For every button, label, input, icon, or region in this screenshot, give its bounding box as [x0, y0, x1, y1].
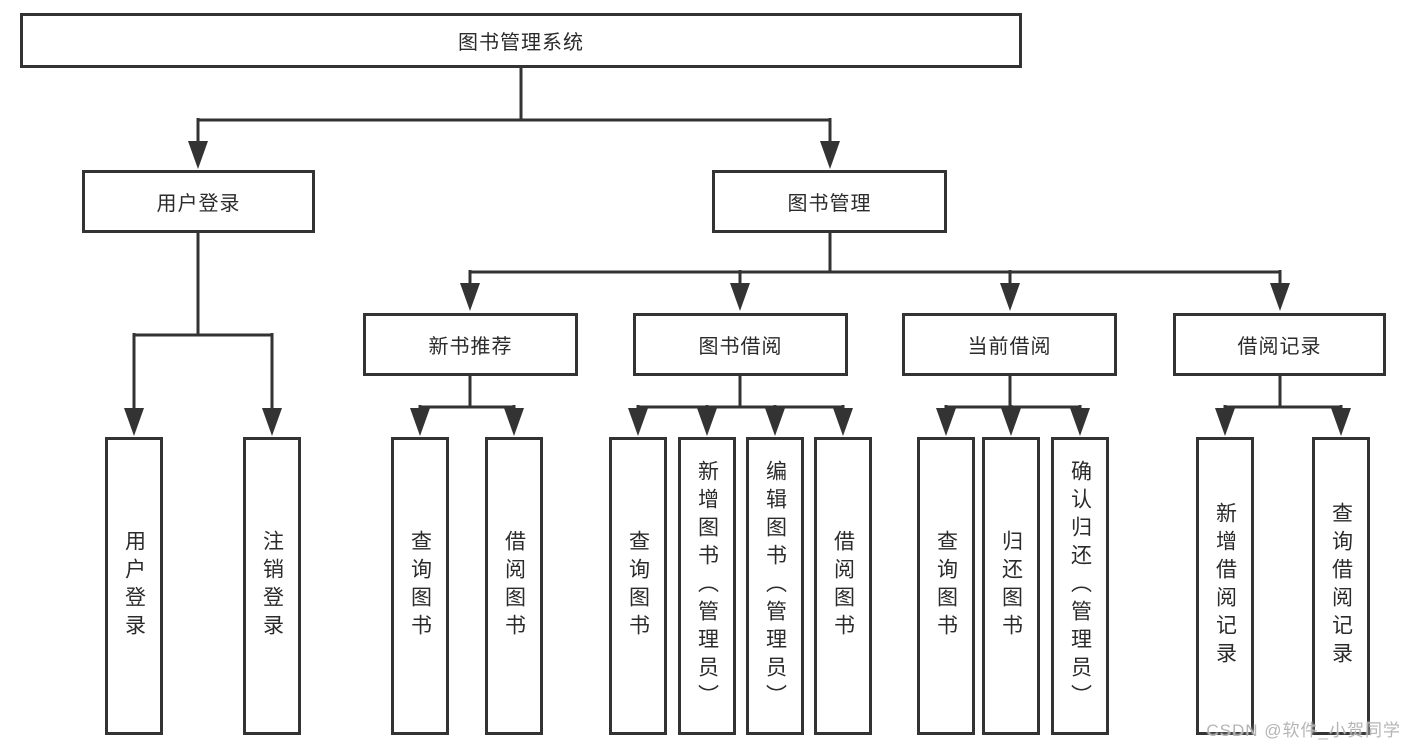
leaf-user-login: 用户登录	[105, 437, 163, 735]
csdn-watermark: CSDN @软件_小贺同学	[1206, 721, 1401, 740]
node-book-management: 图书管理	[712, 170, 947, 233]
leaf-label: 编辑图书（管理员）	[763, 460, 787, 712]
leaf-label: 新增图书（管理员）	[695, 460, 719, 712]
node-user-login: 用户登录	[82, 170, 315, 233]
node-current-borrow: 当前借阅	[902, 313, 1117, 376]
leaf-label: 归还图书	[999, 530, 1023, 642]
leaf-query-borrow-record: 查询借阅记录	[1312, 437, 1370, 735]
connector-stems	[132, 68, 1343, 412]
leaf-label: 确认归还（管理员）	[1068, 460, 1092, 712]
leaf-label: 新增借阅记录	[1213, 502, 1237, 670]
leaf-edit-books-admin: 编辑图书（管理员）	[746, 437, 804, 735]
leaf-logout: 注销登录	[243, 437, 301, 735]
leaf-borrow-books: 借阅图书	[814, 437, 872, 735]
leaf-label: 注销登录	[260, 530, 284, 642]
node-label: 图书管理	[787, 193, 872, 215]
node-label: 新书推荐	[428, 336, 513, 358]
arrowhead-icons	[124, 141, 1351, 436]
node-new-book-recommend: 新书推荐	[363, 313, 578, 376]
node-label: 借阅记录	[1237, 336, 1322, 358]
leaf-label: 借阅图书	[502, 530, 526, 642]
leaf-return-books: 归还图书	[982, 437, 1040, 735]
leaf-label: 借阅图书	[831, 530, 855, 642]
leaf-label: 查询图书	[408, 530, 432, 642]
leaf-label: 查询图书	[934, 530, 958, 642]
node-label: 图书管理系统	[458, 32, 584, 54]
leaf-confirm-return-admin: 确认归还（管理员）	[1051, 437, 1109, 735]
node-label: 用户登录	[156, 193, 241, 215]
leaf-query-books-borrow: 查询图书	[609, 437, 667, 735]
node-label: 图书借阅	[698, 336, 783, 358]
leaf-add-borrow-record: 新增借阅记录	[1196, 437, 1254, 735]
leaf-label: 查询图书	[626, 530, 650, 642]
leaf-borrow-books-recommend: 借阅图书	[485, 437, 543, 735]
leaf-label: 查询借阅记录	[1329, 502, 1353, 670]
node-label: 当前借阅	[967, 336, 1052, 358]
leaf-label: 用户登录	[122, 530, 146, 642]
leaf-query-books-current: 查询图书	[917, 437, 975, 735]
node-book-borrow: 图书借阅	[633, 313, 848, 376]
node-borrow-records: 借阅记录	[1173, 313, 1386, 376]
node-library-management-system: 图书管理系统	[20, 13, 1022, 68]
leaf-add-books-admin: 新增图书（管理员）	[678, 437, 736, 735]
leaf-query-books-recommend: 查询图书	[391, 437, 449, 735]
